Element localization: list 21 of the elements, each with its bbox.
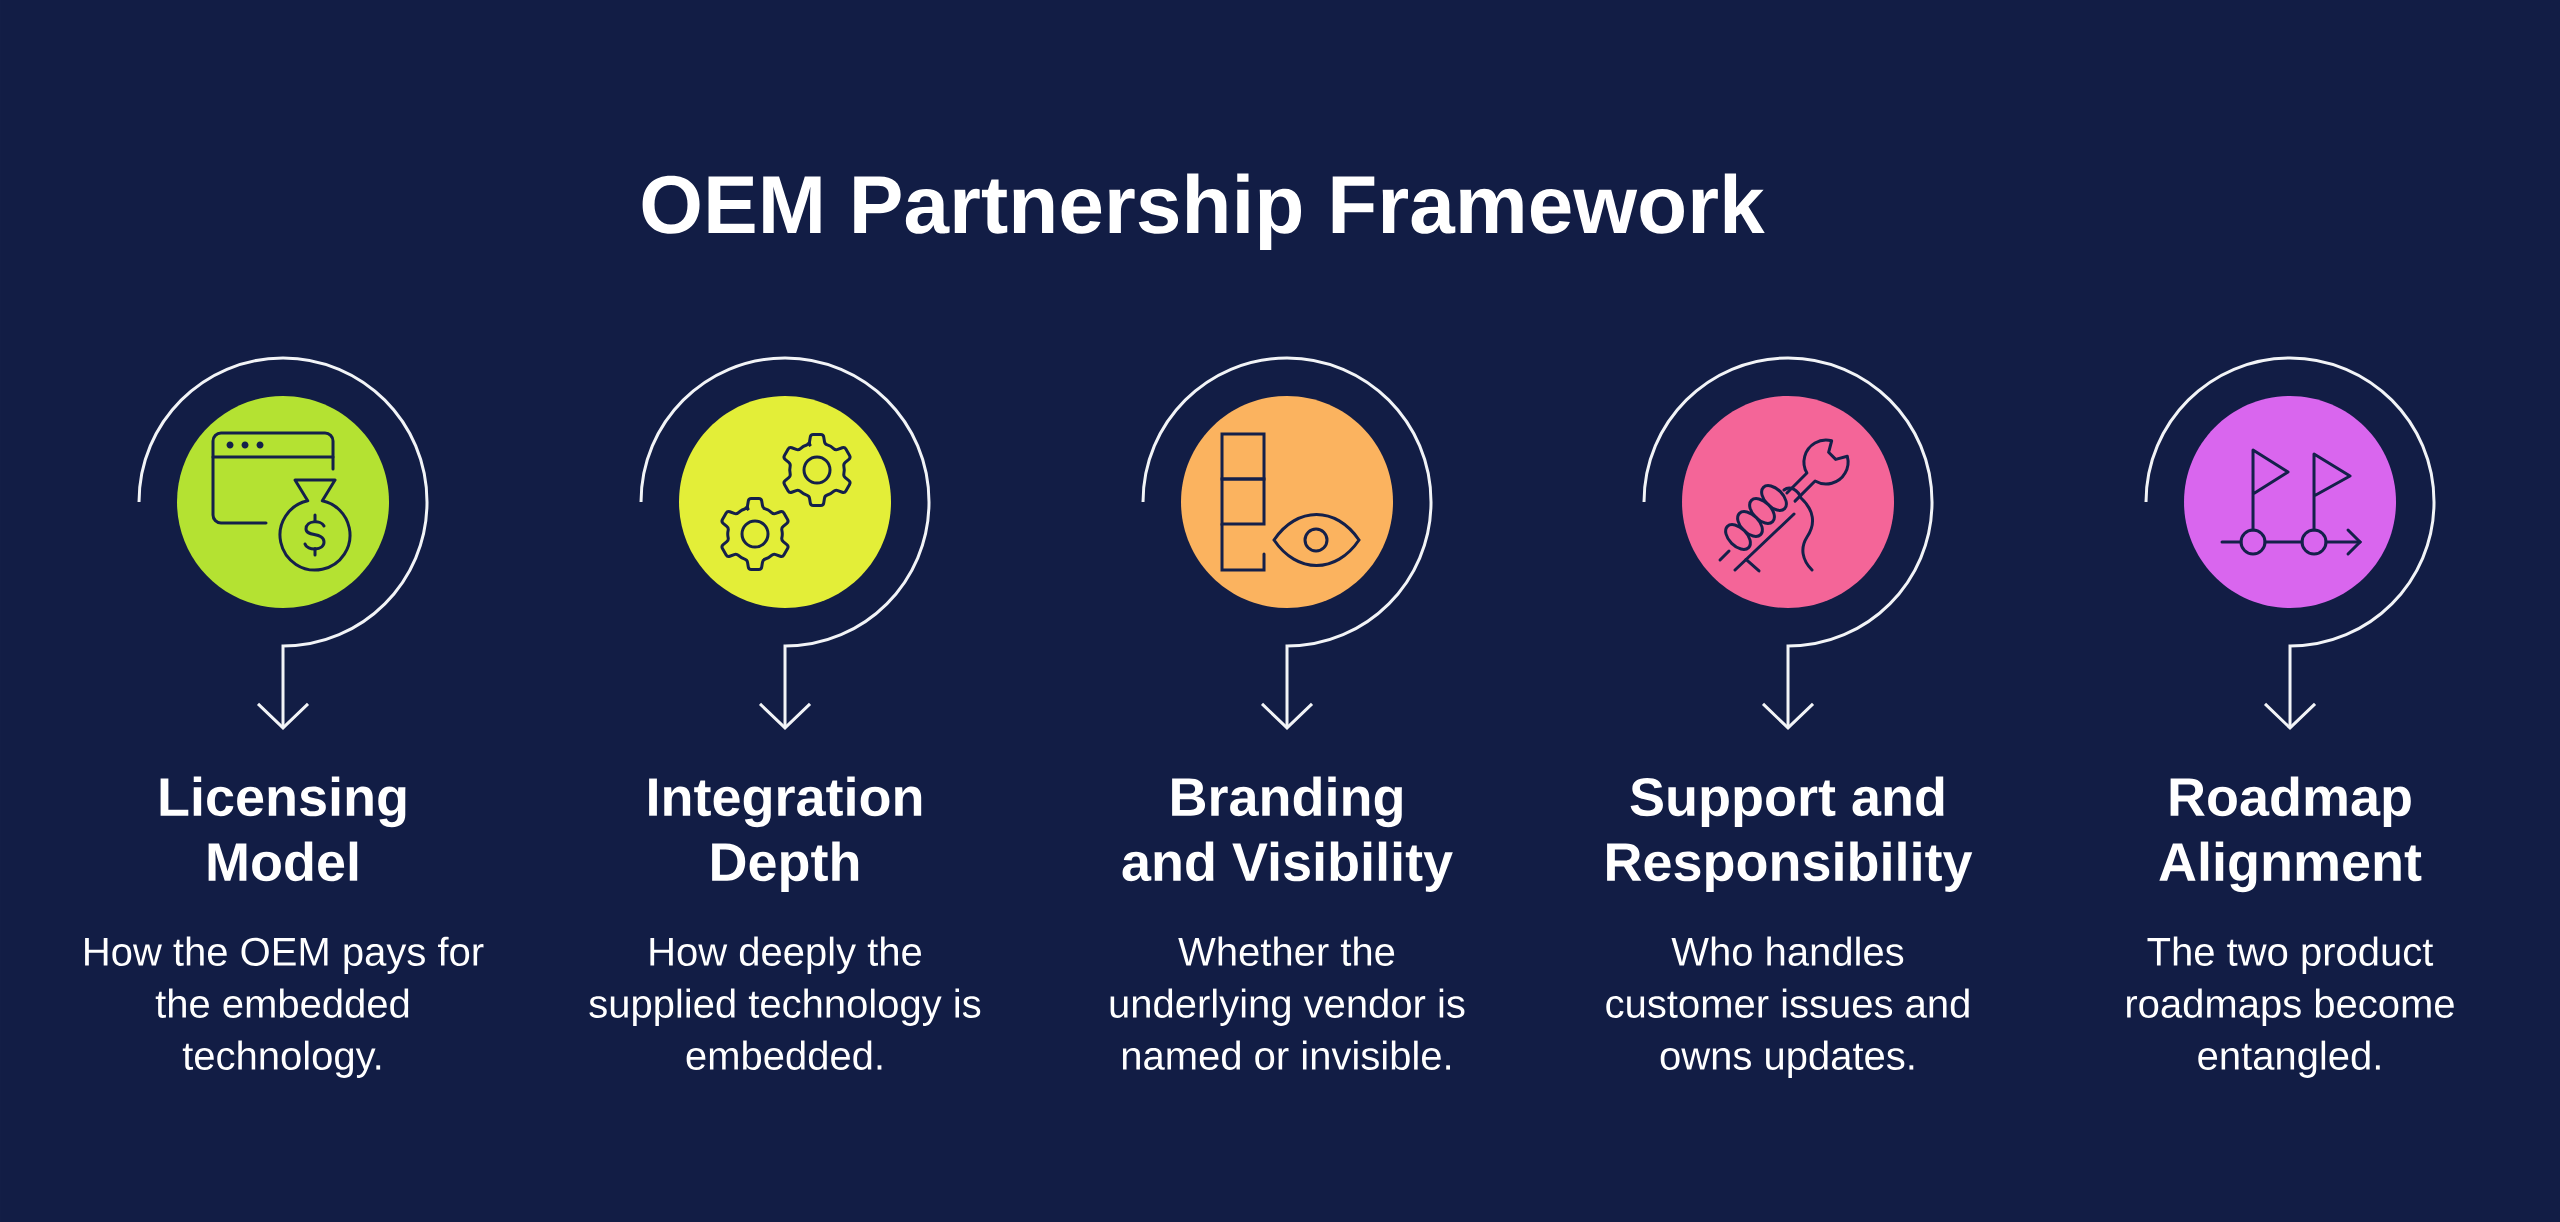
curved-arrow [2144,356,2436,730]
heading: Roadmap Alignment [2159,776,2422,893]
description: Who handles customer issues and owns updates. [1606,936,1969,1078]
description: The two product roadmaps become entangled. [2127,936,2454,1078]
heading: Support and Responsibility [1607,776,1973,892]
heading: Integration Depth [649,776,922,892]
description: How the OEM pays for the embedded technology. [85,936,484,1078]
circle [2184,396,2396,608]
description: How deeply the supplied technology is embedded. [589,936,981,1070]
description: Whether the underlying vendor is named or invisible. [1110,936,1465,1070]
heading: Licensing Model [160,776,406,882]
circle [177,396,389,608]
curved-arrow [137,356,429,730]
curved-arrow [639,356,931,730]
circle [679,396,891,608]
circle [1682,396,1894,608]
curved-arrow [1141,356,1433,730]
title: OEM Partnership Framework [642,173,1765,250]
heading: Branding and Visibility [1122,776,1453,892]
circle [1181,396,1393,608]
curved-arrow [1642,356,1934,730]
